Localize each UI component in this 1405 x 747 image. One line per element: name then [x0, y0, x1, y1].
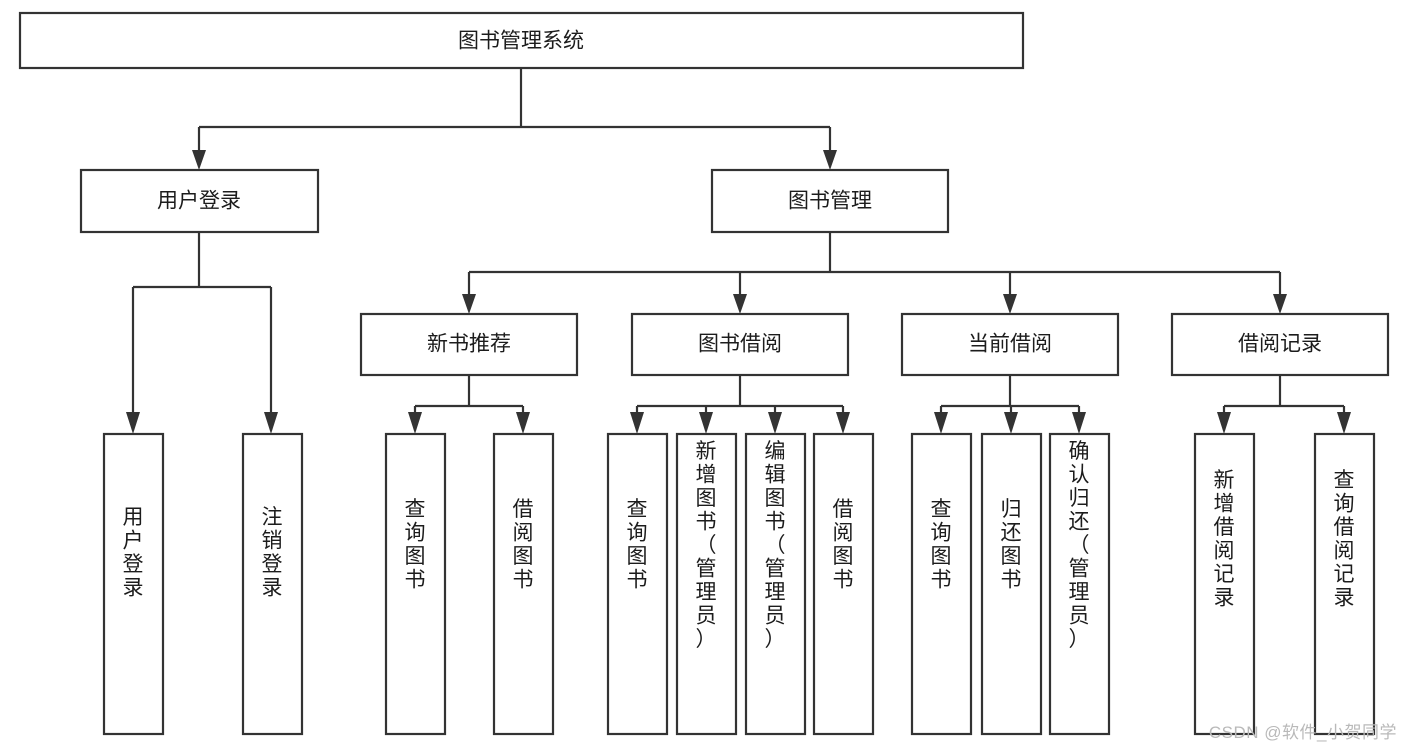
node-newbook[interactable]: 新书推荐 — [359, 312, 579, 377]
node-leaf4-box[interactable] — [492, 432, 555, 736]
node-root-box[interactable] — [18, 11, 1025, 70]
node-leaf1[interactable]: 用户登录 — [102, 432, 165, 736]
node-records-box[interactable] — [1170, 312, 1390, 377]
node-newbook-label: 新书推荐 — [427, 333, 511, 356]
node-leaf5-label: 查询图书 — [627, 498, 648, 592]
node-leaf7[interactable]: 编辑图书（管理员） — [744, 432, 807, 736]
node-login-label: 用户登录 — [157, 190, 241, 213]
node-leaf6-label: 新增图书（管理员） — [696, 440, 717, 651]
arrow-to-login — [192, 150, 206, 170]
node-leaf11-label: 确认归还（管理员） — [1069, 440, 1090, 651]
node-root[interactable]: 图书管理系统 — [18, 11, 1025, 70]
node-bookmgmt-label: 图书管理 — [788, 190, 872, 213]
node-leaf2-label: 注销登录 — [262, 506, 283, 600]
node-bookmgmt-box[interactable] — [710, 168, 950, 234]
node-leaf4[interactable]: 借阅图书 — [492, 432, 555, 736]
arrow-to-newbook — [462, 294, 476, 314]
arrow-to-leaf7 — [768, 412, 782, 434]
arrow-to-leaf8 — [836, 412, 850, 434]
node-leaf3[interactable]: 查询图书 — [384, 432, 447, 736]
node-leaf4-label: 借阅图书 — [513, 498, 534, 592]
node-leaf11-box[interactable] — [1048, 432, 1111, 736]
node-leaf12-box[interactable] — [1193, 432, 1256, 736]
node-leaf13-label: 查询借阅记录 — [1334, 469, 1355, 610]
node-leaf5-box[interactable] — [606, 432, 669, 736]
node-leaf13-box[interactable] — [1313, 432, 1376, 736]
node-leaf13[interactable]: 查询借阅记录 — [1313, 432, 1376, 736]
node-bookmgmt[interactable]: 图书管理 — [710, 168, 950, 234]
arrow-to-leaf11 — [1072, 412, 1086, 434]
node-login[interactable]: 用户登录 — [79, 168, 320, 234]
node-leaf9-label: 查询图书 — [931, 498, 952, 592]
arrow-to-leaf4 — [516, 412, 530, 434]
node-leaf6-box[interactable] — [675, 432, 738, 736]
arrow-to-current — [1003, 294, 1017, 314]
node-leaf10[interactable]: 归还图书 — [980, 432, 1043, 736]
node-leaf7-label: 编辑图书（管理员） — [765, 440, 786, 651]
connector-layer — [126, 68, 1351, 434]
node-newbook-box[interactable] — [359, 312, 579, 377]
node-current-box[interactable] — [900, 312, 1120, 377]
arrow-to-leaf9 — [934, 412, 948, 434]
arrow-to-leaf3 — [408, 412, 422, 434]
node-leaf10-label: 归还图书 — [1001, 498, 1022, 592]
node-leaf11[interactable]: 确认归还（管理员） — [1048, 432, 1111, 736]
node-leaf2-box[interactable] — [241, 432, 304, 736]
node-borrow[interactable]: 图书借阅 — [630, 312, 850, 377]
node-current[interactable]: 当前借阅 — [900, 312, 1120, 377]
arrow-to-bookmgmt — [823, 150, 837, 170]
node-leaf10-box[interactable] — [980, 432, 1043, 736]
arrow-to-leaf13 — [1337, 412, 1351, 434]
node-root-label: 图书管理系统 — [458, 30, 584, 53]
node-leaf8[interactable]: 借阅图书 — [812, 432, 875, 736]
node-login-box[interactable] — [79, 168, 320, 234]
arrow-to-borrow — [733, 294, 747, 314]
node-leaf3-box[interactable] — [384, 432, 447, 736]
node-leaf9-box[interactable] — [910, 432, 973, 736]
node-leaf1-label: 用户登录 — [123, 506, 144, 600]
node-leaf8-box[interactable] — [812, 432, 875, 736]
node-leaf12[interactable]: 新增借阅记录 — [1193, 432, 1256, 736]
node-leaf1-box[interactable] — [102, 432, 165, 736]
node-leaf2[interactable]: 注销登录 — [241, 432, 304, 736]
arrow-to-leaf1 — [126, 412, 140, 434]
node-leaf12-label: 新增借阅记录 — [1214, 469, 1235, 610]
node-leaf3-label: 查询图书 — [405, 498, 426, 592]
arrow-to-records — [1273, 294, 1287, 314]
arrow-to-leaf12 — [1217, 412, 1231, 434]
arrow-to-leaf6 — [699, 412, 713, 434]
node-leaf8-label: 借阅图书 — [833, 498, 854, 592]
node-borrow-box[interactable] — [630, 312, 850, 377]
arrow-to-leaf10 — [1004, 412, 1018, 434]
node-leaf6[interactable]: 新增图书（管理员） — [675, 432, 738, 736]
node-borrow-label: 图书借阅 — [698, 333, 782, 356]
node-leaf5[interactable]: 查询图书 — [606, 432, 669, 736]
node-leaf7-box[interactable] — [744, 432, 807, 736]
node-current-label: 当前借阅 — [968, 333, 1052, 356]
node-records[interactable]: 借阅记录 — [1170, 312, 1390, 377]
node-records-label: 借阅记录 — [1238, 333, 1322, 356]
arrow-to-leaf5 — [630, 412, 644, 434]
arrow-to-leaf2 — [264, 412, 278, 434]
node-leaf9[interactable]: 查询图书 — [910, 432, 973, 736]
